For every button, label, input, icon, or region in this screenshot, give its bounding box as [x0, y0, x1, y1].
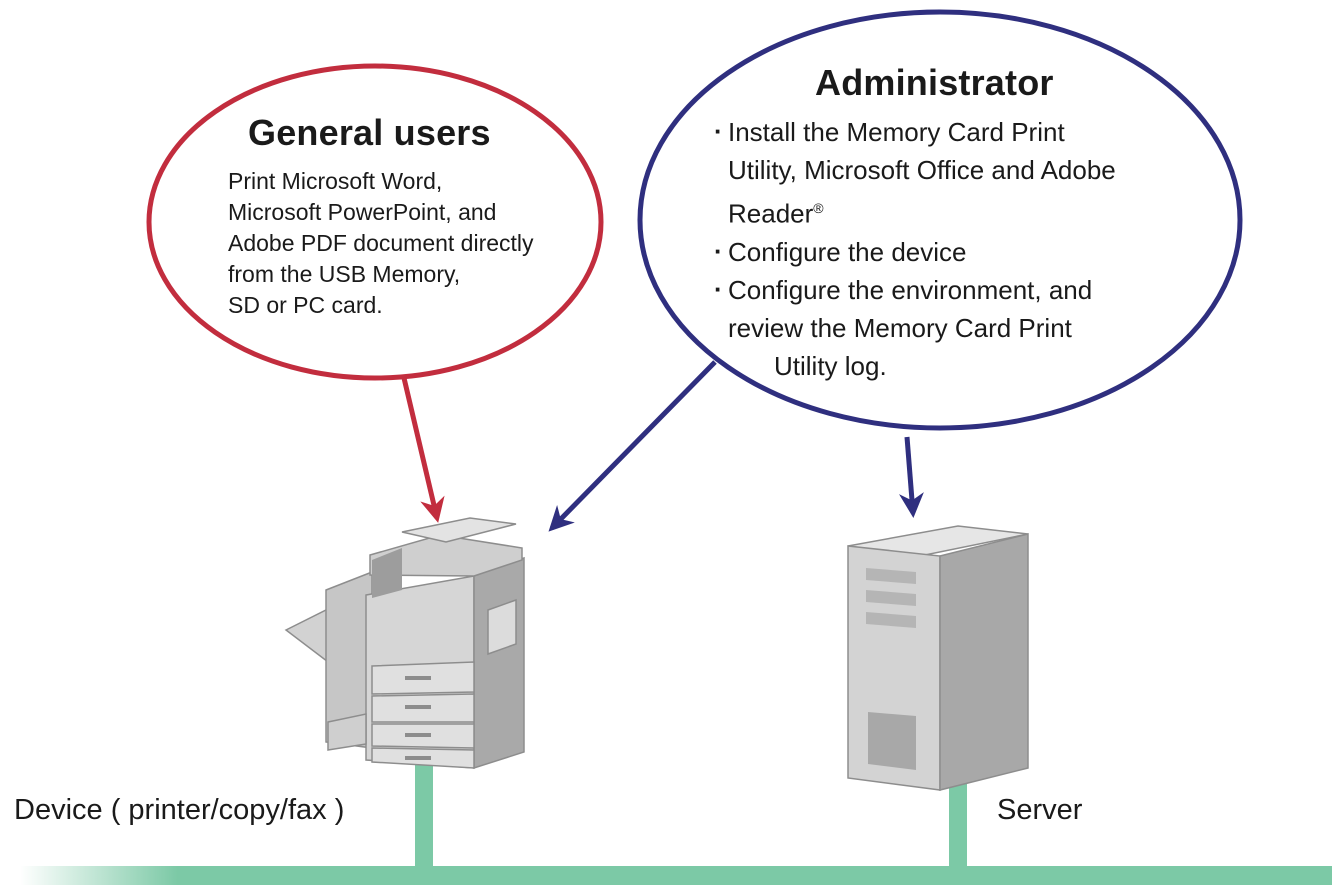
server-network-drop: [949, 780, 967, 872]
administrator-task-text: Utility, Microsoft Office and Adobe: [728, 155, 1116, 185]
administrator-task-line: review the Memory Card Print: [728, 309, 1116, 347]
device-network-drop: [415, 762, 433, 872]
administrator-task-text: Configure the device: [728, 236, 967, 267]
administrator-task-line: Configure the environment, and: [728, 271, 1116, 309]
administrator-task-text: review the Memory Card Print: [728, 312, 1072, 343]
administrator-task-item: Configure the device: [714, 232, 1116, 271]
general-users-line: Print Microsoft Word,: [228, 168, 443, 194]
device-label: Device ( printer/copy/fax ): [14, 794, 345, 826]
printer-copier-icon: [284, 517, 525, 770]
general-users-line: Microsoft PowerPoint, and: [228, 199, 497, 225]
general-users-title: General users: [248, 112, 491, 153]
server-label: Server: [997, 794, 1083, 826]
administrator-task-text: Reader: [728, 198, 814, 229]
network-backbone-line: [20, 866, 1332, 885]
registered-mark: ®: [813, 200, 824, 216]
general-users-bubble: [146, 63, 604, 381]
administrator-task-line: Utility log.: [728, 347, 1116, 385]
general-users-line: Adobe PDF document directly: [228, 230, 534, 256]
administrator-task-line: Reader®: [728, 189, 1116, 233]
general-users-description: Print Microsoft Word, Microsoft PowerPoin…: [228, 166, 534, 321]
administrator-task-line: Configure the device: [728, 233, 1116, 271]
arrow-admin-to-server: [898, 436, 924, 518]
general-users-line: SD or PC card.: [228, 292, 383, 318]
administrator-task-text: Install the Memory Card Print: [728, 117, 1065, 147]
administrator-task-item: Configure the environment, and review the…: [714, 270, 1116, 385]
arrow-admin-to-device: [548, 360, 717, 532]
general-users-line: from the USB Memory,: [228, 261, 461, 287]
administrator-task-text: Utility log.: [774, 350, 887, 381]
administrator-task-line: Install the Memory Card Print: [728, 113, 1116, 151]
administrator-task-line: Utility, Microsoft Office and Adobe: [728, 151, 1116, 189]
arrow-users-to-device: [401, 377, 445, 523]
administrator-task-text: Configure the environment, and: [728, 274, 1093, 305]
server-tower-icon: [847, 525, 1029, 791]
administrator-title: Administrator: [815, 62, 1054, 103]
